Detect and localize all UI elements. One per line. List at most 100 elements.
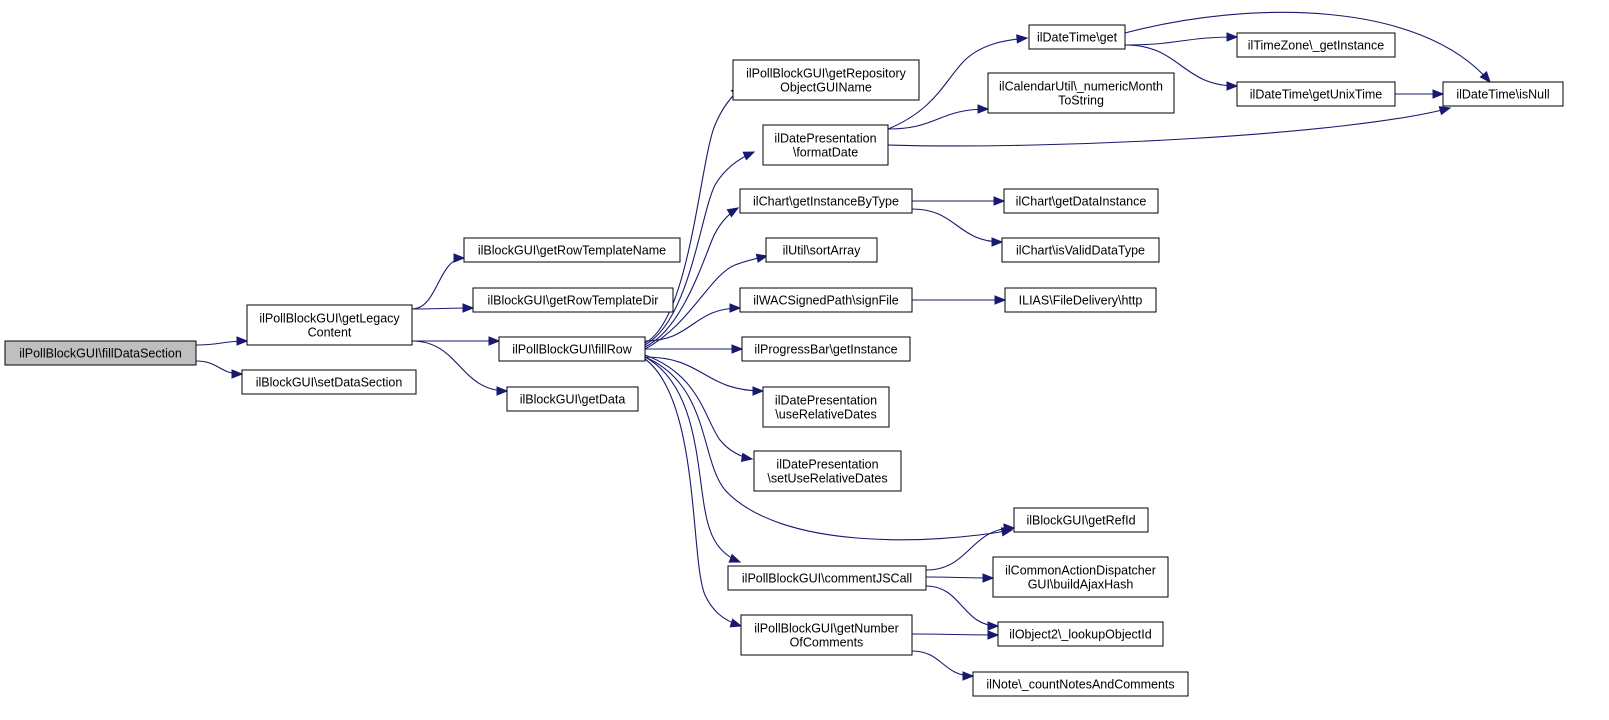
- edge-arrowhead: [977, 104, 990, 114]
- node-countNotesAndComments[interactable]: ilNote\_countNotesAndComments: [972, 671, 1189, 697]
- edge-arrowhead: [982, 573, 995, 583]
- node-label: ilBlockGUI\getRowTemplateDir: [488, 294, 659, 308]
- node-getDataInstance[interactable]: ilChart\getDataInstance: [1003, 188, 1159, 214]
- node-box: [765, 237, 878, 263]
- node-label: ilBlockGUI\setDataSection: [256, 376, 403, 390]
- node-isValidDataType[interactable]: ilChart\isValidDataType: [1001, 237, 1160, 263]
- node-formatDate[interactable]: ilDatePresentation\formatDate: [762, 124, 889, 166]
- node-getRefId[interactable]: ilBlockGUI\getRefId: [1013, 507, 1149, 533]
- edge-arrowhead: [987, 621, 1000, 631]
- node-getData[interactable]: ilBlockGUI\getData: [506, 386, 639, 412]
- edge-getNumberOfComments-to-countNotesAndComments: [911, 650, 975, 681]
- edge-arrowhead: [752, 386, 765, 396]
- node-fillDataSection[interactable]: ilPollBlockGUI\fillDataSection: [4, 340, 197, 366]
- node-getRowTemplateName[interactable]: ilBlockGUI\getRowTemplateName: [463, 237, 681, 263]
- node-label: \useRelativeDates: [775, 408, 876, 422]
- node-label: ilUtil\sortArray: [783, 244, 862, 258]
- edge-line: [911, 633, 999, 636]
- edge-arrowhead: [1003, 523, 1016, 533]
- node-getRowTemplateDir[interactable]: ilBlockGUI\getRowTemplateDir: [472, 287, 674, 313]
- edge-arrowhead: [1226, 81, 1239, 91]
- node-box: [762, 386, 890, 428]
- edge-signFile-to-fileDeliveryHttp: [911, 295, 1007, 305]
- edge-formatDate-to-isNull: [887, 106, 1452, 147]
- node-box: [506, 386, 639, 412]
- node-label: ilChart\getInstanceByType: [753, 195, 899, 209]
- edge-fillRow-to-setUseRelativeDates: [644, 354, 754, 462]
- node-dateTimeGet[interactable]: ilDateTime\get: [1028, 24, 1126, 50]
- edge-fillRow-to-getInstanceByType: [644, 207, 740, 348]
- node-label: ilBlockGUI\getRowTemplateName: [478, 244, 666, 258]
- edge-arrowhead: [994, 295, 1007, 305]
- edge-arrowhead: [729, 303, 742, 313]
- node-sortArray[interactable]: ilUtil\sortArray: [765, 237, 878, 263]
- edge-arrowhead: [236, 336, 249, 346]
- node-useRelativeDates[interactable]: ilDatePresentation\useRelativeDates: [762, 386, 890, 428]
- node-box: [1003, 188, 1159, 214]
- node-label: ilDatePresentation: [774, 132, 876, 146]
- node-isNull[interactable]: ilDateTime\isNull: [1442, 81, 1564, 107]
- node-signFile[interactable]: ilWACSignedPath\signFile: [739, 287, 913, 313]
- edge-getLegacyContent-to-fillRow: [411, 336, 501, 346]
- edge-arrowhead: [1479, 70, 1491, 84]
- node-label: \formatDate: [793, 146, 858, 160]
- node-getRepositoryObjectGUIName[interactable]: ilPollBlockGUI\getRepositoryObjectGUINam…: [732, 59, 920, 101]
- node-progressGetInstance[interactable]: ilProgressBar\getInstance: [741, 336, 911, 362]
- edge-arrowhead: [742, 151, 756, 161]
- node-setDataSection[interactable]: ilBlockGUI\setDataSection: [241, 369, 417, 395]
- edge-line: [644, 207, 739, 348]
- edge-formatDate-to-dateTimeGet: [887, 34, 1029, 130]
- node-fillRow[interactable]: ilPollBlockGUI\fillRow: [498, 336, 646, 362]
- nodes-layer: ilPollBlockGUI\fillDataSection ilPollBloc…: [4, 24, 1564, 697]
- edge-line: [925, 527, 1015, 571]
- node-label: ilCalendarUtil\_numericMonth: [999, 80, 1163, 94]
- edge-getInstanceByType-to-isValidDataType: [911, 208, 1004, 247]
- node-commentJSCall[interactable]: ilPollBlockGUI\commentJSCall: [727, 565, 927, 591]
- edge-arrowhead: [1432, 89, 1445, 99]
- node-label: ilObject2\_lookupObjectId: [1009, 628, 1151, 642]
- edge-formatDate-to-numericMonthToString: [887, 104, 990, 130]
- node-getInstanceByType[interactable]: ilChart\getInstanceByType: [739, 188, 913, 214]
- node-timeZoneGetInstance[interactable]: ilTimeZone\_getInstance: [1236, 32, 1396, 58]
- edge-dateTimeGet-to-isNull: [1124, 11, 1491, 84]
- node-box: [1013, 507, 1149, 533]
- edge-fillRow-to-signFile: [644, 303, 742, 342]
- edge-line: [411, 340, 508, 392]
- node-label: ilBlockGUI\getRefId: [1026, 514, 1135, 528]
- node-label: GUI\buildAjaxHash: [1028, 578, 1134, 592]
- node-setUseRelativeDates[interactable]: ilDatePresentation\setUseRelativeDates: [753, 450, 902, 492]
- edge-line: [644, 354, 753, 460]
- edge-fillRow-to-formatDate: [644, 151, 756, 346]
- edge-arrowhead: [726, 207, 740, 218]
- node-label: ToString: [1058, 94, 1104, 108]
- node-label: ilCommonActionDispatcher: [1005, 564, 1156, 578]
- node-box: [732, 59, 920, 101]
- edge-line: [644, 356, 1013, 541]
- node-lookupObjectId[interactable]: ilObject2\_lookupObjectId: [997, 621, 1164, 647]
- node-label: ilBlockGUI\getData: [520, 393, 626, 407]
- edge-fillRow-to-progressGetInstance: [645, 344, 744, 354]
- node-box: [1442, 81, 1564, 107]
- edge-getLegacyContent-to-getRowTemplateName: [411, 253, 466, 310]
- edge-getUnixTime-to-isNull: [1395, 89, 1445, 99]
- node-label: ilDateTime\getUnixTime: [1250, 88, 1382, 102]
- node-label: ilProgressBar\getInstance: [754, 343, 897, 357]
- node-buildAjaxHash[interactable]: ilCommonActionDispatcherGUI\buildAjaxHas…: [992, 556, 1169, 598]
- edge-line: [644, 358, 742, 627]
- node-box: [739, 188, 913, 214]
- node-fileDeliveryHttp[interactable]: ILIAS\FileDelivery\http: [1004, 287, 1157, 313]
- node-label: ilDateTime\get: [1037, 31, 1118, 45]
- edge-arrowhead: [755, 253, 769, 263]
- edge-fillRow-to-getNumberOfComments: [644, 358, 743, 628]
- node-box: [753, 450, 902, 492]
- node-label: ilChart\isValidDataType: [1016, 244, 1145, 258]
- edge-arrowhead: [1438, 106, 1452, 116]
- node-getUnixTime[interactable]: ilDateTime\getUnixTime: [1236, 81, 1396, 107]
- edge-line: [1124, 36, 1238, 46]
- node-box: [1236, 32, 1396, 58]
- node-box: [472, 287, 674, 313]
- edge-commentJSCall-to-lookupObjectId: [925, 585, 1000, 631]
